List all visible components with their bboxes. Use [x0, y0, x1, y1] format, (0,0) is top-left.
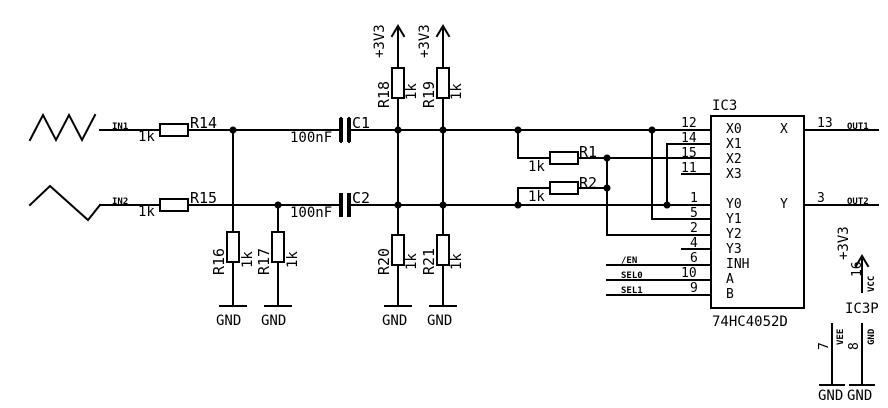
c1-name: C1	[352, 114, 370, 132]
pwr-gnd-label: GND	[867, 328, 877, 345]
r21-value: 1k	[449, 253, 465, 270]
sawtooth-wave-icon	[28, 184, 102, 222]
resistor-r21	[436, 234, 450, 266]
r1-name: R1	[579, 143, 597, 161]
r19-name: R19	[420, 81, 438, 108]
svg-text:9: 9	[690, 281, 698, 296]
supply-arrow-icon	[435, 24, 451, 38]
pwr-vee-num: 7	[817, 342, 832, 350]
svg-text:14: 14	[681, 131, 697, 146]
capacitor-c1	[339, 118, 343, 142]
svg-text:X0: X0	[726, 122, 742, 137]
r16-name: R16	[210, 248, 228, 275]
r20-value: 1k	[404, 253, 420, 270]
resistor-r16	[226, 231, 240, 263]
svg-text:X3: X3	[726, 167, 742, 182]
triangle-wave-icon	[28, 112, 97, 143]
ic3-pin-y-num: 3	[817, 191, 825, 206]
resistor-r1	[549, 151, 579, 165]
svg-text:X2: X2	[726, 152, 742, 167]
svg-text:11: 11	[681, 161, 697, 176]
supply-label-r19: +3V3	[417, 24, 433, 58]
gnd-label: GND	[261, 313, 286, 329]
r18-name: R18	[375, 81, 393, 108]
net-label-in1: IN1	[112, 122, 128, 132]
svg-text:1: 1	[690, 191, 698, 206]
pwr-vee-label: VEE	[836, 329, 846, 345]
svg-text:15: 15	[681, 146, 697, 161]
net-label-out2: OUT2	[847, 197, 869, 207]
supply-arrow-icon	[390, 24, 406, 38]
ic3-pin-y-label: Y	[780, 197, 788, 212]
r14-value: 1k	[138, 129, 155, 145]
r14-name: R14	[190, 114, 217, 132]
r20-name: R20	[375, 248, 393, 275]
svg-text:Y2: Y2	[726, 227, 742, 242]
pwr-vcc-num: 16	[850, 261, 865, 277]
net-label-sel0: SEL0	[621, 271, 643, 281]
resistor-r2	[549, 181, 579, 195]
c1-value: 100nF	[290, 130, 332, 146]
svg-text:Y0: Y0	[726, 197, 742, 212]
ic3-left-pins: 12 X0 14 X1 15 X2 11 X3 1 Y0 5 Y1 2 Y2 4…	[681, 116, 749, 302]
gnd-label: GND	[427, 313, 452, 329]
gnd-label: GND	[818, 388, 843, 404]
svg-text:10: 10	[681, 266, 697, 281]
svg-text:5: 5	[690, 206, 698, 221]
svg-text:Y1: Y1	[726, 212, 742, 227]
supply-label-r18: +3V3	[372, 24, 388, 58]
r17-name: R17	[255, 248, 273, 275]
vcc-supply-label: +3V3	[836, 226, 852, 260]
pwr-vcc-label: VCC	[867, 276, 877, 292]
r15-value: 1k	[138, 204, 155, 220]
ic3p-name: IC3P	[845, 301, 879, 317]
ic3-body	[710, 115, 805, 309]
ic3-value: 74HC4052D	[712, 314, 788, 330]
ic3-pin-x-label: X	[780, 122, 788, 137]
svg-text:B: B	[726, 287, 734, 302]
ic3-pin-x-num: 13	[817, 116, 833, 131]
c2-value: 100nF	[290, 205, 332, 221]
resistor-r20	[391, 234, 405, 266]
supply-arrow-icon	[854, 254, 870, 268]
r21-name: R21	[420, 248, 438, 275]
net-label-out1: OUT1	[847, 122, 869, 132]
gnd-label: GND	[382, 313, 407, 329]
svg-text:4: 4	[690, 236, 698, 251]
capacitor-c2	[339, 193, 343, 217]
r1-value: 1k	[528, 159, 545, 175]
r18-value: 1k	[404, 83, 420, 100]
net-label-en: /EN	[621, 256, 637, 266]
c2-name: C2	[352, 189, 370, 207]
pwr-gnd-num: 8	[847, 342, 862, 350]
r16-value: 1k	[240, 251, 256, 268]
net-label-sel1: SEL1	[621, 286, 643, 296]
resistor-r14	[159, 123, 189, 137]
svg-text:X1: X1	[726, 137, 742, 152]
gnd-label: GND	[216, 313, 241, 329]
svg-text:A: A	[726, 272, 734, 287]
svg-text:12: 12	[681, 116, 697, 131]
r15-name: R15	[190, 189, 217, 207]
net-label-in2: IN2	[112, 197, 128, 207]
resistor-r19	[436, 67, 450, 99]
r2-name: R2	[579, 174, 597, 192]
resistor-r18	[391, 67, 405, 99]
svg-text:6: 6	[690, 251, 698, 266]
r19-value: 1k	[449, 83, 465, 100]
svg-text:Y3: Y3	[726, 242, 742, 257]
svg-text:INH: INH	[726, 257, 749, 272]
r2-value: 1k	[528, 189, 545, 205]
gnd-label: GND	[847, 388, 872, 404]
resistor-r17	[271, 231, 285, 263]
ic3-name: IC3	[712, 98, 737, 114]
svg-text:2: 2	[690, 221, 698, 236]
r17-value: 1k	[285, 251, 301, 268]
resistor-r15	[159, 198, 189, 212]
